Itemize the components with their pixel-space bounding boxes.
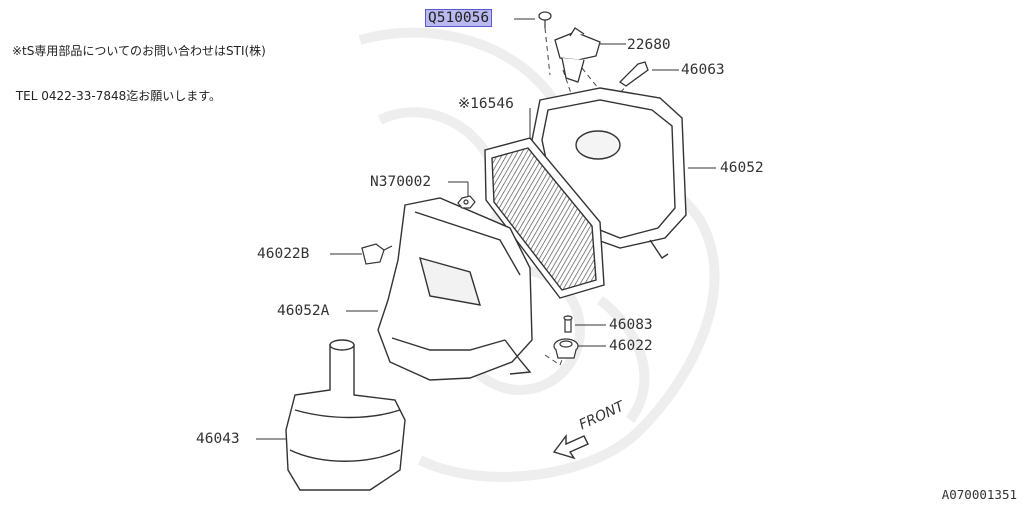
pin-46083-part bbox=[563, 315, 573, 333]
label-46043[interactable]: 46043 bbox=[196, 431, 240, 447]
label-22680[interactable]: 22680 bbox=[627, 37, 671, 53]
grommet-46022-part bbox=[553, 338, 579, 359]
label-46022[interactable]: 46022 bbox=[609, 338, 653, 354]
label-46083[interactable]: 46083 bbox=[609, 317, 653, 333]
bolt-q510056-part bbox=[538, 11, 552, 28]
contact-note-line2: TEL 0422-33-7848迄お願いします。 bbox=[12, 89, 222, 103]
contact-note: ※tS専用部品についてのお問い合わせはSTI(株) TEL 0422-33-78… bbox=[12, 14, 266, 134]
resonator-46043-part bbox=[285, 339, 406, 491]
leader-lines bbox=[256, 18, 716, 440]
label-46022b[interactable]: 46022B bbox=[257, 246, 310, 262]
contact-note-line1: ※tS専用部品についてのお問い合わせはSTI(株) bbox=[12, 44, 266, 58]
label-q510056[interactable]: Q510056 bbox=[424, 9, 493, 27]
label-46063[interactable]: 46063 bbox=[681, 62, 725, 78]
lower-case-46052a-part bbox=[377, 197, 533, 381]
label-46052a[interactable]: 46052A bbox=[277, 303, 330, 319]
clip-46022b-part bbox=[361, 243, 393, 265]
label-16546[interactable]: ※16546 bbox=[458, 96, 514, 112]
filter-element-16546-part bbox=[484, 137, 605, 299]
diagram-code: A070001351 bbox=[941, 487, 1017, 502]
sensor-22680-part bbox=[554, 27, 601, 83]
hose-46063-part bbox=[618, 61, 649, 87]
label-n370002[interactable]: N370002 bbox=[370, 174, 432, 190]
label-46052[interactable]: 46052 bbox=[720, 160, 764, 176]
front-arrow bbox=[552, 433, 589, 460]
nut-n370002-part bbox=[457, 195, 476, 209]
